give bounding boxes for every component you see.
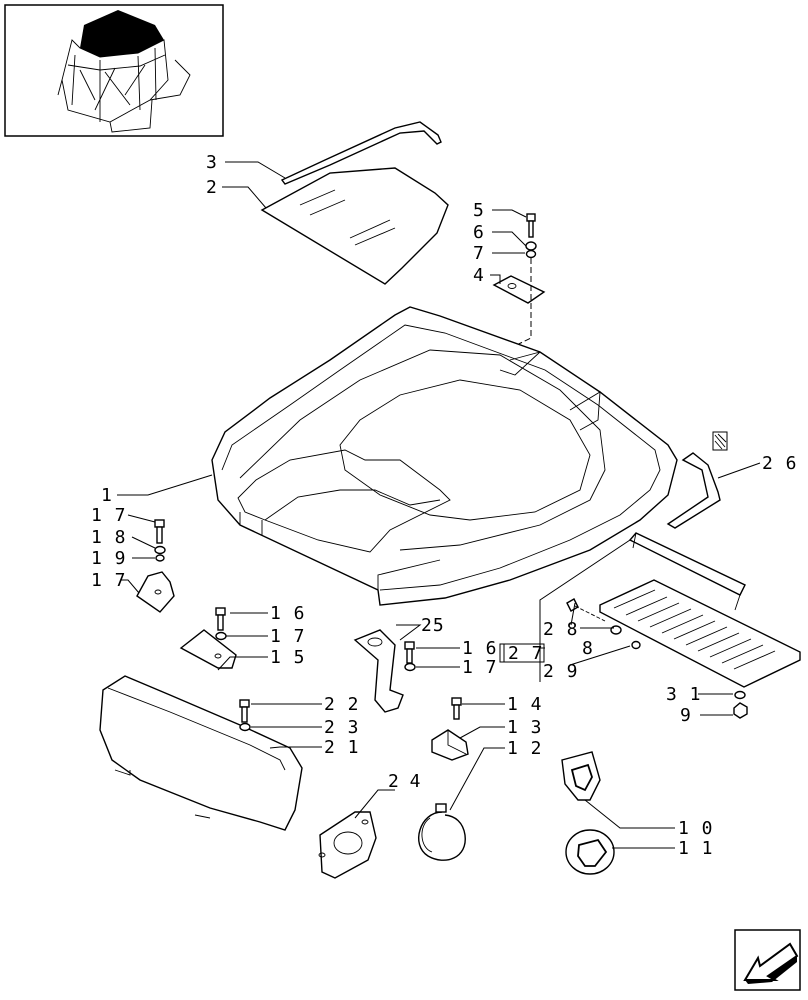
washer-6-part <box>525 241 537 251</box>
callout-4: 4 <box>473 265 485 286</box>
callout-23: 2 2 <box>324 694 360 715</box>
callout-12: 1 2 <box>507 738 543 759</box>
screw-5-part <box>526 213 536 238</box>
roof-shell-part <box>211 306 678 606</box>
gasket-25-part <box>318 811 377 879</box>
callout-26: 25 <box>421 615 445 636</box>
screw-16b-part <box>404 641 415 664</box>
callout-17a: 1 7 <box>270 626 306 647</box>
washer-17a-part <box>215 631 227 641</box>
arrow-left-down-icon[interactable] <box>734 929 801 991</box>
screw-29-part <box>566 598 606 622</box>
washer-24-part <box>239 722 251 732</box>
callout-17b: 1 7 <box>462 657 498 678</box>
callout-21: 1 9 <box>91 548 127 569</box>
callout-29: 2 8 <box>543 619 579 640</box>
seal-10-part <box>561 751 601 801</box>
screw-19-part <box>154 519 165 544</box>
nut-9-part <box>733 702 748 719</box>
grille-plate-part <box>599 579 801 688</box>
callout-10: 1 0 <box>678 818 714 839</box>
bracket-26-part <box>353 629 404 713</box>
nut-7-part <box>525 249 537 259</box>
callout-16a: 1 6 <box>270 603 306 624</box>
clamp-12-part <box>418 803 466 861</box>
front-cover-22-part <box>99 675 303 831</box>
callout-6: 6 <box>473 222 485 243</box>
nut-8-part <box>610 625 622 635</box>
callout-30: 2 9 <box>543 661 579 682</box>
roof-glass-part <box>260 167 449 285</box>
callout-20: 1 8 <box>91 527 127 548</box>
callout-24: 2 3 <box>324 717 360 738</box>
callout-7: 7 <box>473 243 485 264</box>
bracket-plate-4-part <box>492 275 546 304</box>
arm-bracket-part <box>628 532 746 611</box>
screw-14-part <box>451 697 462 720</box>
callout-31: 3 1 <box>666 684 702 705</box>
plate-15-part <box>179 629 237 669</box>
callout-1: 1 <box>101 485 113 506</box>
callout-2: 2 <box>206 177 218 198</box>
callout-27: 2 6 <box>762 453 798 474</box>
callout-22: 2 1 <box>324 737 360 758</box>
screw-23-part <box>239 699 250 723</box>
seal-11-part <box>565 829 615 875</box>
callout-3: 3 <box>206 152 218 173</box>
washer-20-part <box>154 545 166 555</box>
callout-5: 5 <box>473 200 485 221</box>
callout-16b: 1 6 <box>462 638 498 659</box>
callout-25: 2 4 <box>388 771 421 792</box>
bracket-18-part <box>136 571 175 613</box>
callout-28: 2 7 <box>508 643 544 664</box>
side-rail-27-part <box>666 431 728 529</box>
clip-13-part <box>431 729 469 761</box>
screw-16a-part <box>215 607 226 631</box>
callout-18: 1 7 <box>91 570 127 591</box>
callout-8: 8 <box>582 638 594 659</box>
tractor-cab-roof-thumbnail <box>4 4 224 137</box>
callout-15: 1 5 <box>270 647 306 668</box>
seal-strip-part <box>280 121 442 185</box>
callout-13: 1 3 <box>507 717 543 738</box>
callout-11: 1 1 <box>678 838 714 859</box>
washer-30-part <box>631 640 641 650</box>
washer-17b-part <box>404 662 416 672</box>
callout-9: 9 <box>680 705 692 726</box>
washer-31-part <box>734 690 746 700</box>
callout-14: 1 4 <box>507 694 543 715</box>
callout-19: 1 7 <box>91 505 127 526</box>
nut-21-part <box>155 554 165 562</box>
